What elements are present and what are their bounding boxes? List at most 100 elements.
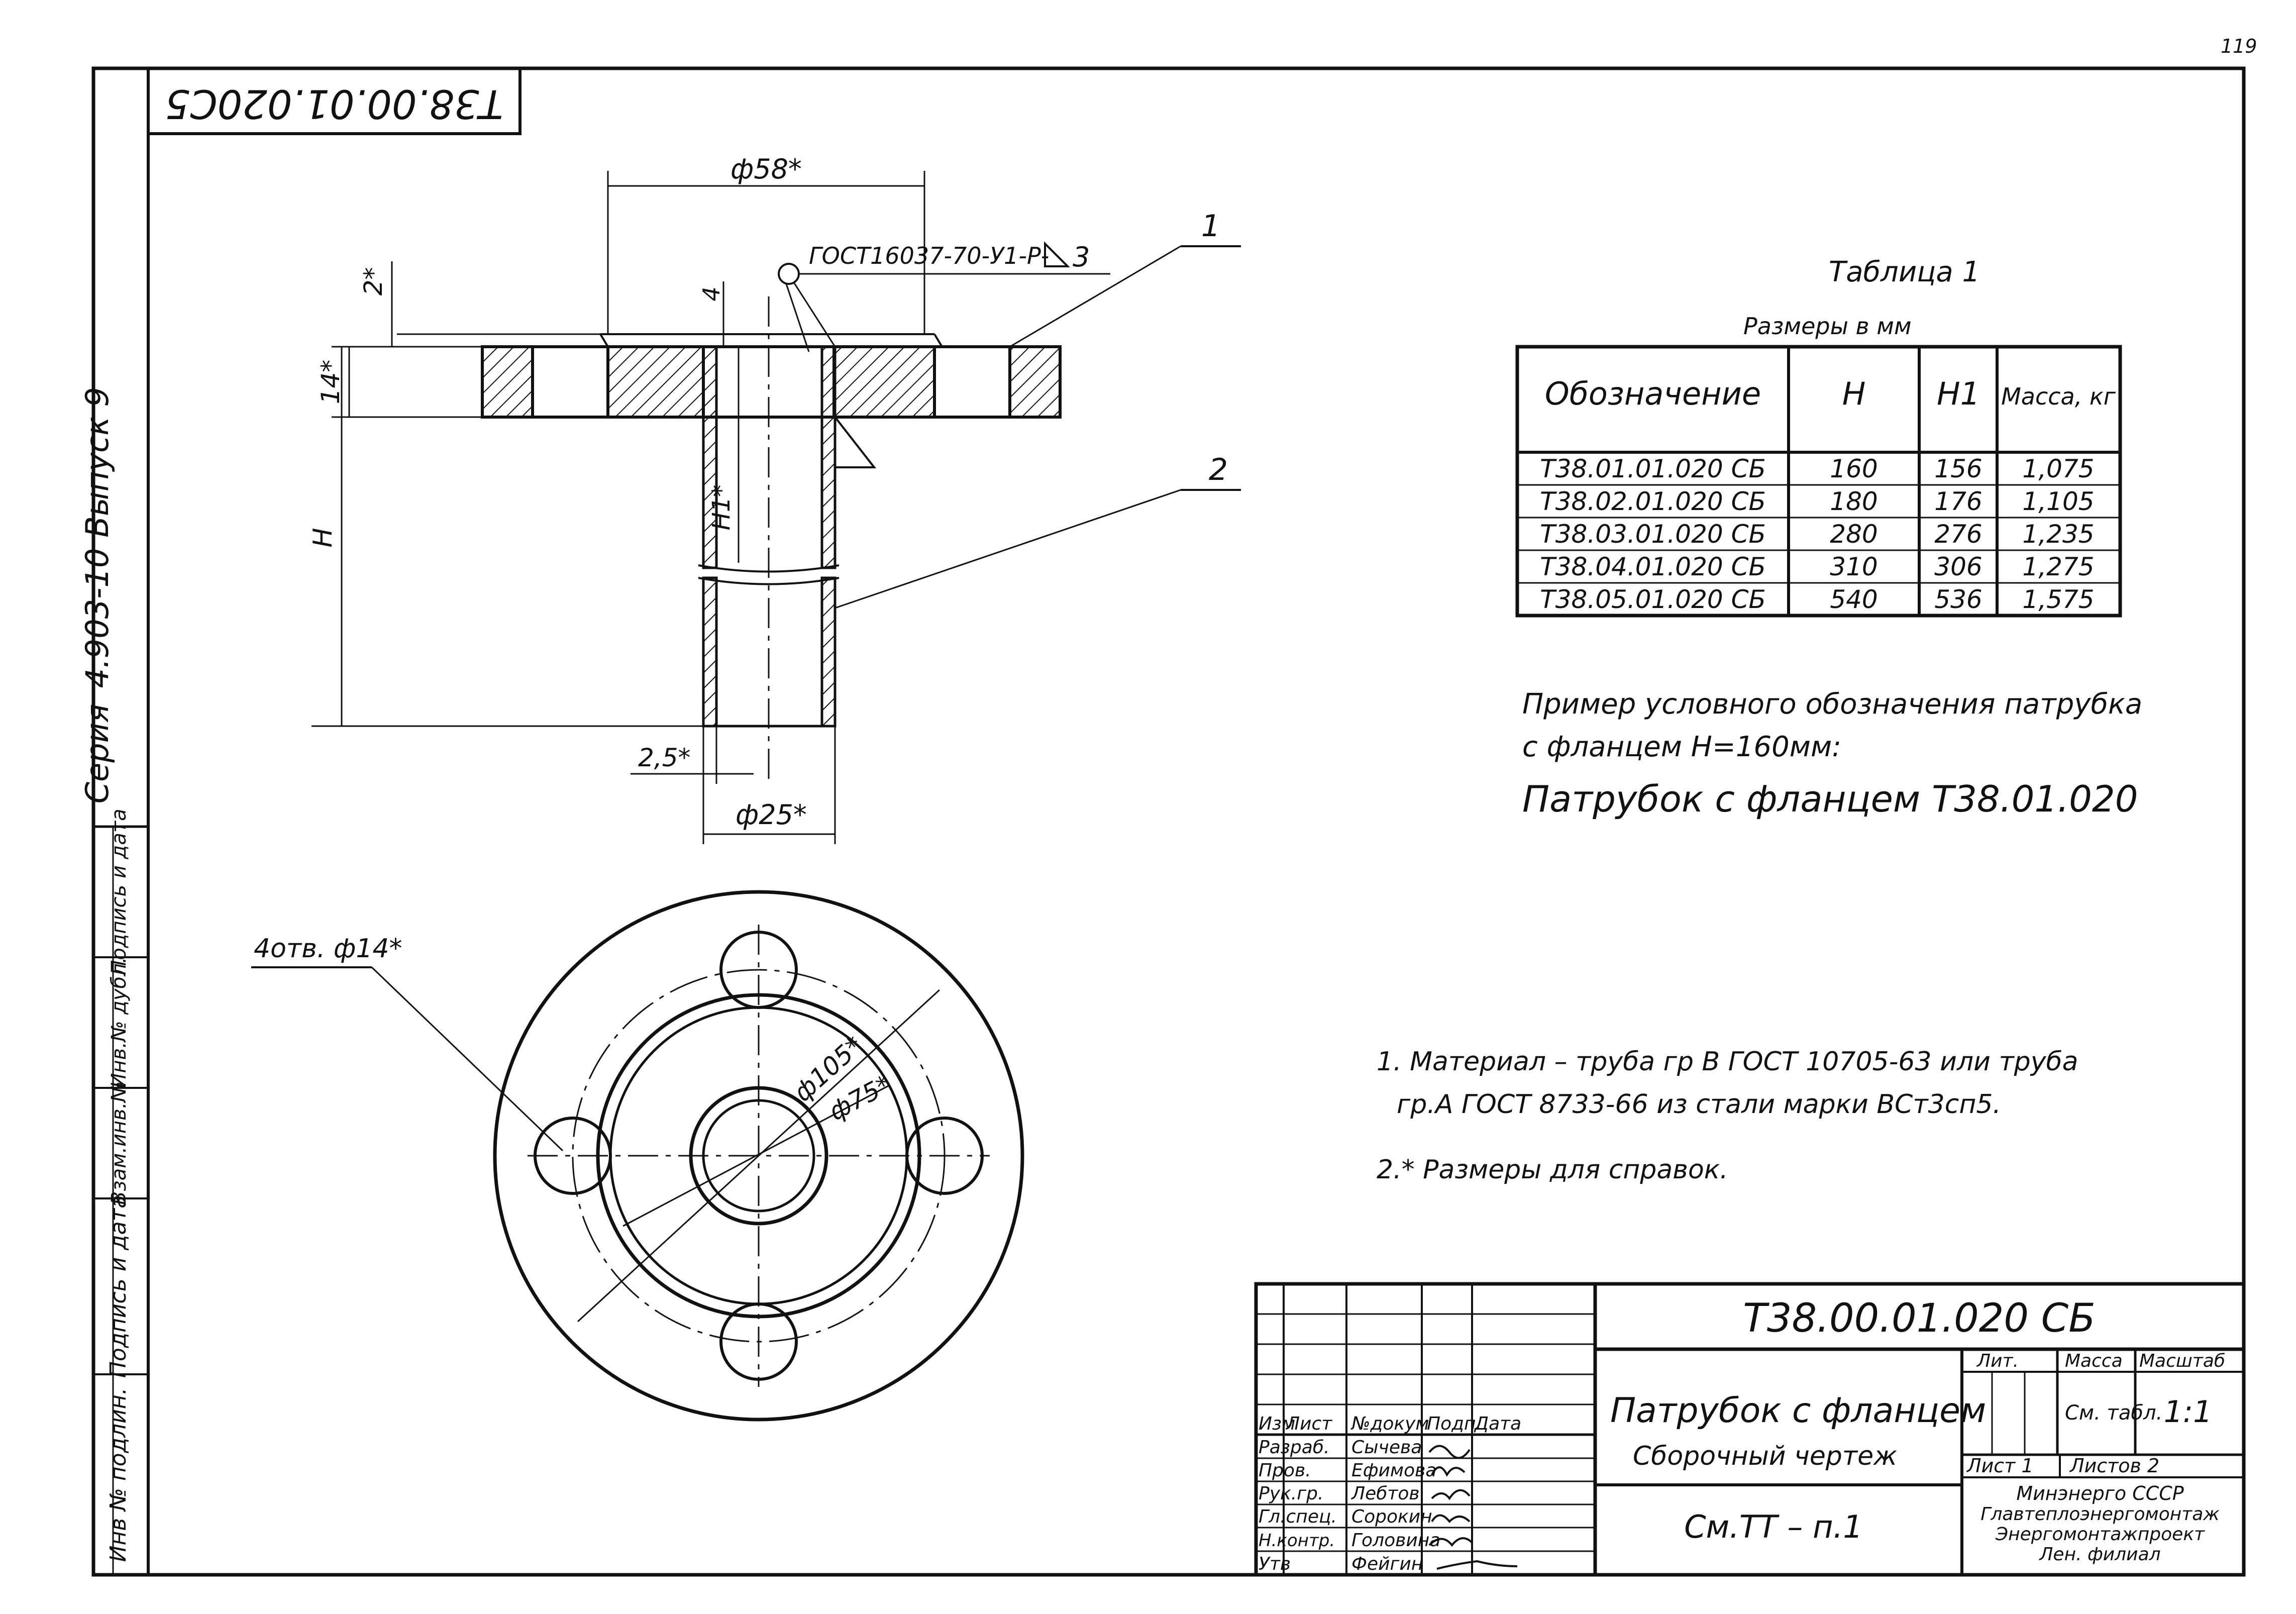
table-cell: 156: [1934, 454, 1982, 483]
dim-holes: 4отв. ф14*: [254, 934, 402, 964]
tb-lit-label: Лит.: [1976, 1351, 2019, 1371]
table-cell: 1,575: [2022, 585, 2094, 614]
dimensions-table: Таблица 1 Размеры в мм Обозначение H H1 …: [1515, 256, 2122, 618]
flange-section: [606, 345, 705, 419]
tb-reference: См.ТТ – п.1: [1684, 1508, 1863, 1545]
notes-block: 1. Материал – труба гр В ГОСТ 10705-63 и…: [1377, 1047, 2078, 1185]
tb-name: Сычева: [1351, 1437, 1422, 1458]
dim-2: 2*: [359, 267, 388, 296]
tb-role: Утв: [1259, 1554, 1291, 1574]
signatures: [1428, 1445, 1518, 1570]
table-cell: Т38.01.01.020 СБ: [1540, 454, 1766, 483]
dim-H: H: [308, 528, 338, 547]
tb-org: Энергомонтажпроект: [1995, 1524, 2205, 1545]
top-stamp-text: Т38.00.01.020С5: [165, 81, 503, 126]
series-label: Серия: [79, 704, 116, 803]
tb-header-label: Лист: [1285, 1414, 1332, 1434]
dim-H1: H1*: [707, 485, 736, 531]
tb-header-label: Изм: [1259, 1414, 1295, 1434]
table-caption: Таблица 1: [1829, 256, 1980, 288]
tb-mass-value: См. табл.: [2065, 1401, 2162, 1425]
table-cell: 1,075: [2022, 454, 2094, 483]
note-2: 2.* Размеры для справок.: [1377, 1155, 1728, 1185]
tb-scale-value: 1:1: [2164, 1394, 2213, 1430]
flange-section: [1008, 345, 1062, 419]
tb-header-label: Подп.: [1427, 1414, 1482, 1434]
weld-note: ГОСТ16037-70-У1-Р-: [809, 242, 1049, 269]
flange-section: [481, 345, 534, 419]
margin-label: Взам.инв.№: [108, 1081, 131, 1205]
table-cell: 160: [1830, 454, 1877, 483]
tb-role: Пров.: [1259, 1460, 1311, 1481]
tb-mass-label: Масса: [2065, 1351, 2123, 1371]
margin-label: Подпись и дата: [108, 809, 131, 975]
table-cell: Т38.03.01.020 СБ: [1540, 520, 1766, 549]
table-cell: 280: [1830, 520, 1877, 549]
series-block: Серия 4.903-10 Выпуск 9: [79, 387, 116, 803]
callout-2: 2: [1209, 452, 1228, 487]
plan-view: 4отв. ф14* ф105* ф75*: [251, 890, 1024, 1422]
margin-label: Подпись и дата: [106, 1195, 131, 1378]
table-cell: 1,235: [2022, 520, 2094, 549]
tb-title: Патрубок с фланцем: [1610, 1391, 1986, 1431]
pipe-wall: [702, 345, 718, 569]
example-designation: Патрубок с фланцем Т38.01.020: [1522, 778, 2138, 820]
top-stamp: Т38.00.01.020С5: [147, 67, 521, 135]
dim-d58: ф58*: [730, 153, 802, 185]
flange-section: [832, 345, 936, 419]
table-cell: Т38.05.01.020 СБ: [1540, 585, 1766, 614]
note-1: 1. Материал – труба гр В ГОСТ 10705-63 и…: [1377, 1047, 2078, 1077]
tb-role: Разраб.: [1259, 1437, 1329, 1458]
weld-triangle-icon: [1044, 241, 1070, 267]
tb-header-label: Дата: [1474, 1414, 1521, 1434]
note-1-cont: гр.А ГОСТ 8733-66 из стали марки ВСт3сп5…: [1397, 1089, 2001, 1120]
table-units: Размеры в мм: [1743, 313, 1912, 340]
tb-name: Ефимова: [1351, 1460, 1436, 1481]
tb-org: Минэнерго СССР: [2016, 1482, 2183, 1504]
table-header: H1: [1937, 375, 1980, 412]
example-line: Пример условного обозначения патрубка: [1522, 688, 2142, 721]
example-block: Пример условного обозначения патрубка с …: [1522, 688, 2142, 820]
tb-role: Гл.спец.: [1259, 1506, 1337, 1527]
weld-size: 3: [1073, 241, 1090, 273]
tb-doc-number: Т38.00.01.020 СБ: [1743, 1296, 2095, 1341]
issue-label: Выпуск 9: [79, 387, 116, 537]
title-block: Изм Лист №докум Подп. Дата Разраб. Пров.…: [1254, 1282, 2246, 1577]
left-margin: Инв № подлин. Подпись и дата Взам.инв.№ …: [93, 809, 148, 1575]
tb-name: Лебтов: [1350, 1483, 1420, 1504]
series-code: 4.903-10: [79, 548, 116, 688]
tb-name: Сорокин: [1351, 1506, 1432, 1527]
table-header: Обозначение: [1545, 375, 1761, 412]
table-cell: 536: [1934, 585, 1982, 614]
callout-1: 1: [1201, 209, 1220, 244]
table-header: H: [1842, 375, 1866, 412]
tb-sheets: Листов 2: [2069, 1455, 2159, 1477]
tb-role: Н.контр.: [1259, 1531, 1335, 1551]
tb-name: Головина: [1351, 1530, 1440, 1551]
section-view: ф58* ГОСТ16037-70-У1-Р- 3 4 2* 14* H H1*…: [308, 153, 1241, 844]
table-cell: Т38.04.01.020 СБ: [1540, 552, 1766, 581]
page-number: 119: [2221, 35, 2257, 57]
table-cell: 276: [1934, 520, 1982, 549]
tb-role: Рук.гр.: [1259, 1483, 1323, 1504]
table-cell: 180: [1830, 487, 1877, 516]
tb-org: Главтеплоэнергомонтаж: [1980, 1504, 2220, 1525]
tb-name: Фейгин: [1351, 1554, 1423, 1574]
table-cell: 1,105: [2022, 487, 2094, 516]
pipe-wall: [820, 345, 837, 569]
table-header: Масса, кг: [2001, 383, 2116, 410]
pipe-wall: [702, 576, 718, 728]
table-cell: 540: [1830, 585, 1877, 614]
dim-2-5: 2,5*: [638, 743, 691, 772]
table-cell: 310: [1830, 552, 1877, 581]
table-cell: 1,275: [2022, 552, 2094, 581]
example-line: с фланцем H=160мм:: [1522, 731, 1841, 763]
pipe-wall: [820, 576, 837, 728]
outer-frame: [91, 66, 2246, 1577]
margin-label: Инв № подлин.: [106, 1388, 131, 1562]
tb-header-label: №докум: [1350, 1414, 1429, 1434]
dim-d25: ф25*: [736, 799, 807, 831]
margin-label: Инв.№ дубл.: [108, 957, 131, 1088]
dim-14: 14*: [316, 360, 345, 405]
table-cell: 306: [1934, 552, 1982, 581]
